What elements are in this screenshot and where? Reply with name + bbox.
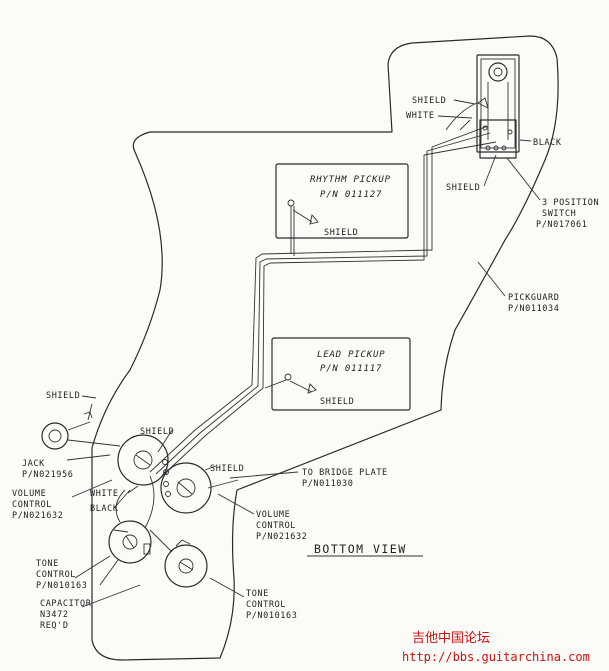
three-position-switch xyxy=(476,54,520,159)
tone-control-right xyxy=(164,539,208,588)
label-switch-2: SWITCH xyxy=(542,209,576,219)
label-volume-right-2: CONTROL xyxy=(256,521,296,531)
label-capacitor-1: CAPACITOR xyxy=(40,599,92,609)
label-volume-right-3: P/N021632 xyxy=(256,532,307,542)
label-rhythm-shield: SHIELD xyxy=(324,228,358,238)
volume-control-right xyxy=(160,462,239,514)
tone-control-left xyxy=(108,520,152,564)
label-pickguard-1: PICKGUARD xyxy=(508,293,559,303)
label-capacitor-2: N3472 xyxy=(40,610,69,620)
pickguard-outline xyxy=(91,35,559,661)
label-shield-mid: SHIELD xyxy=(446,183,480,193)
label-tone-right-3: P/N010163 xyxy=(246,611,297,621)
label-bridge-1: TO BRIDGE PLATE xyxy=(302,468,388,478)
label-shield-pot: SHIELD xyxy=(140,427,174,437)
switch-wiring xyxy=(149,102,497,477)
watermark-url: http://bbs.guitarchina.com xyxy=(402,650,590,664)
label-bottom-view: BOTTOM VIEW xyxy=(314,542,407,556)
watermark-chinese: 吉他中国论坛 xyxy=(412,631,490,646)
label-capacitor-3: REQ'D xyxy=(40,621,69,631)
label-shield-pot2: SHIELD xyxy=(210,464,244,474)
lead-pickup xyxy=(264,337,411,411)
label-tone-left-1: TONE xyxy=(36,559,59,569)
label-jack-2: P/N021956 xyxy=(22,470,73,480)
label-lead-pn: P/N 011117 xyxy=(320,364,382,374)
leader-lines xyxy=(66,99,541,608)
label-shield-jack: SHIELD xyxy=(46,391,80,401)
rhythm-pickup xyxy=(275,163,409,256)
label-tone-right-1: TONE xyxy=(246,589,269,599)
label-white-pot: WHITE xyxy=(90,489,119,499)
label-lead-title: LEAD PICKUP xyxy=(317,350,385,360)
label-volume-left-2: CONTROL xyxy=(12,500,52,510)
label-jack-1: JACK xyxy=(22,459,45,469)
label-lead-shield: SHIELD xyxy=(320,397,354,407)
label-black-switch: BLACK xyxy=(533,138,562,148)
output-jack xyxy=(41,403,121,450)
label-switch-1: 3 POSITION xyxy=(542,198,599,208)
label-volume-right-1: VOLUME xyxy=(256,510,290,520)
label-volume-left-3: P/N021632 xyxy=(12,511,63,521)
label-tone-left-2: CONTROL xyxy=(36,570,76,580)
label-tone-left-3: P/N010163 xyxy=(36,581,87,591)
volume-control-left xyxy=(117,434,169,486)
label-rhythm-title: RHYTHM PICKUP xyxy=(310,175,391,185)
label-volume-left-1: VOLUME xyxy=(12,489,46,499)
label-switch-3: P/N017061 xyxy=(536,220,587,230)
label-white-switch: WHITE xyxy=(406,111,435,121)
label-rhythm-pn: P/N 011127 xyxy=(320,190,382,200)
label-bridge-2: P/N011030 xyxy=(302,479,353,489)
label-tone-right-2: CONTROL xyxy=(246,600,286,610)
label-pickguard-2: P/N011034 xyxy=(508,304,559,314)
label-shield-switch: SHIELD xyxy=(412,96,446,106)
label-black-pot: BLACK xyxy=(90,504,119,514)
